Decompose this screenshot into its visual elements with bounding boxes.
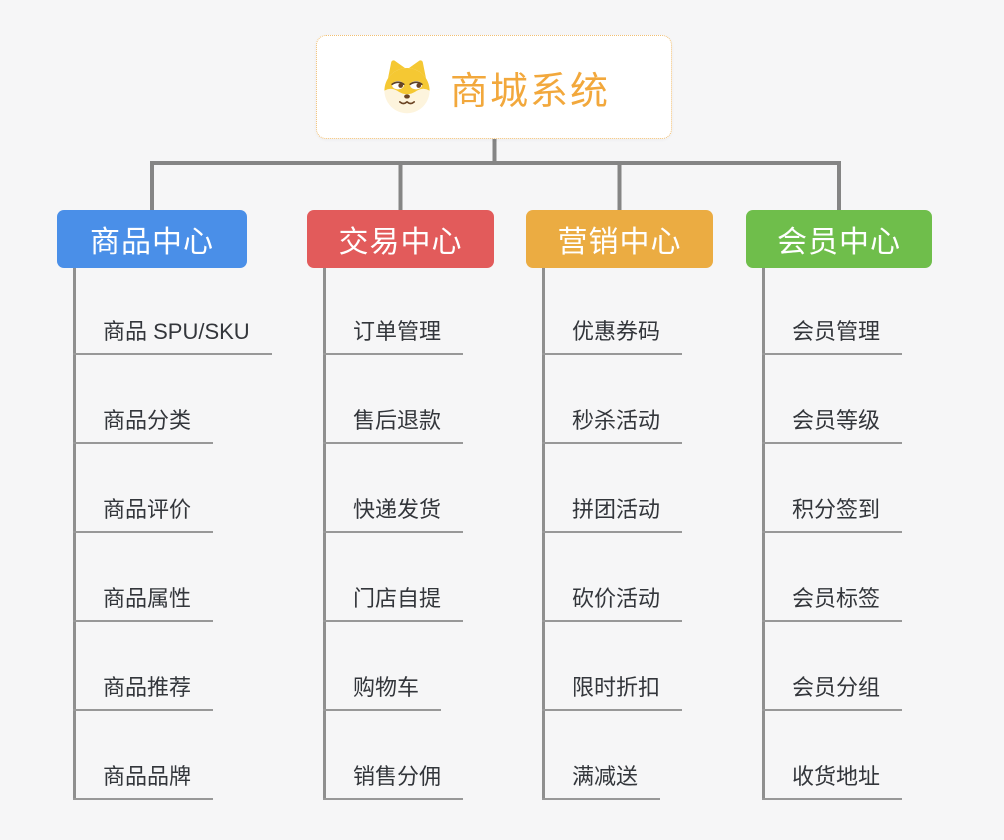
branch-node-marketing-center[interactable]: 营销中心 [526,210,713,268]
branch-node-member-center[interactable]: 会员中心 [746,210,932,268]
child-node[interactable]: 购物车 [323,675,442,711]
branch-node-trade-center[interactable]: 交易中心 [307,210,494,268]
branch-spine-line [762,268,765,800]
branch-spine-line [73,268,76,800]
branch-label: 会员中心 [777,226,901,259]
child-node[interactable]: 商品评价 [73,497,214,533]
child-node[interactable]: 售后退款 [323,408,464,444]
child-node[interactable]: 收货地址 [762,764,903,800]
branch-node-product-center[interactable]: 商品中心 [57,210,247,268]
child-node[interactable]: 会员分组 [762,675,903,711]
child-node[interactable]: 限时折扣 [542,675,683,711]
branch-column-trade-center: 交易中心订单管理售后退款快递发货门店自提购物车销售分佣 [307,210,494,830]
child-node[interactable]: 商品分类 [73,408,214,444]
child-node[interactable]: 满减送 [542,764,661,800]
child-node[interactable]: 会员等级 [762,408,903,444]
child-node[interactable]: 销售分佣 [323,764,464,800]
branch-column-marketing-center: 营销中心优惠券码秒杀活动拼团活动砍价活动限时折扣满减送 [526,210,713,830]
root-node[interactable]: 商城系统 [316,35,672,139]
child-node[interactable]: 商品属性 [73,586,214,622]
branch-spine-line [323,268,326,800]
child-node[interactable]: 会员标签 [762,586,903,622]
child-node[interactable]: 商品 SPU/SKU [73,319,272,355]
child-node[interactable]: 门店自提 [323,586,464,622]
child-node[interactable]: 拼团活动 [542,497,683,533]
child-node[interactable]: 优惠券码 [542,319,683,355]
child-node[interactable]: 会员管理 [762,319,903,355]
branch-label: 商品中心 [90,226,214,259]
branch-spine-line [542,268,545,800]
root-title: 商城系统 [449,70,610,113]
child-node[interactable]: 商品推荐 [73,675,214,711]
child-node[interactable]: 秒杀活动 [542,408,683,444]
child-node[interactable]: 商品品牌 [73,764,214,800]
child-node[interactable]: 砍价活动 [542,586,683,622]
child-node[interactable]: 订单管理 [323,319,464,355]
branch-column-member-center: 会员中心会员管理会员等级积分签到会员标签会员分组收货地址 [746,210,932,830]
dog-face-icon [378,59,436,115]
child-node[interactable]: 快递发货 [323,497,464,533]
branch-label: 交易中心 [338,226,463,259]
branch-label: 营销中心 [557,226,682,259]
child-node[interactable]: 积分签到 [762,497,903,533]
branch-column-product-center: 商品中心商品 SPU/SKU 商品分类商品评价商品属性商品推荐商品品牌 [57,210,272,830]
